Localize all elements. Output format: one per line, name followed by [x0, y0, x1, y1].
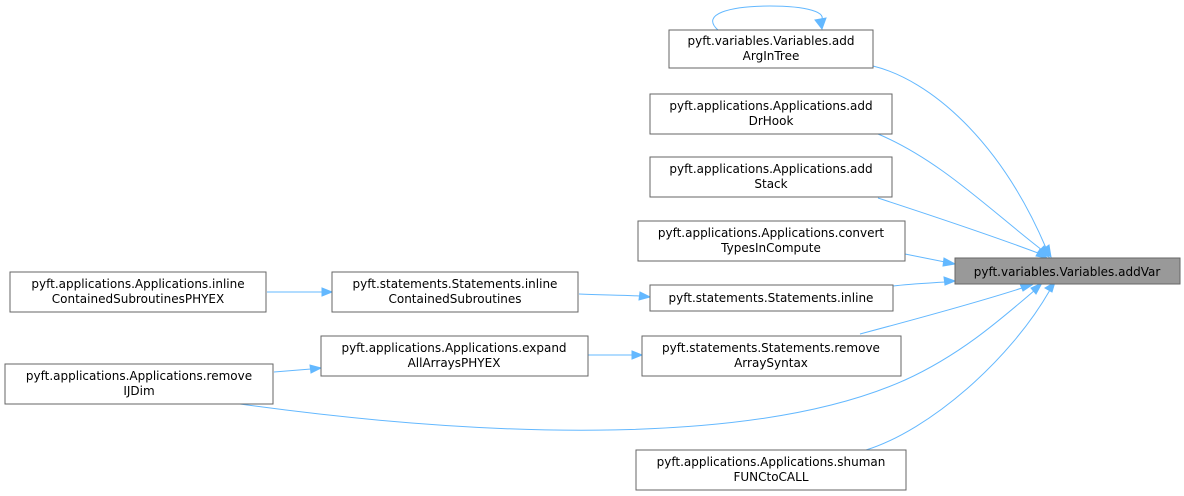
node-convertTypes[interactable]: pyft.applications.Applications.convert T…: [637, 220, 906, 262]
edge-addStack-addVar: [877, 197, 1049, 259]
edge-inline-addVar: [892, 276, 957, 287]
node-inline[interactable]: pyft.statements.Statements.inline: [649, 284, 894, 312]
node-addStack-line1: pyft.applications.Applications.add: [669, 162, 872, 176]
node-removeArraySyntax-line2: ArraySyntax: [734, 356, 808, 370]
node-addArgInTree-line1: pyft.variables.Variables.add: [688, 34, 855, 48]
node-addArgInTree[interactable]: pyft.variables.Variables.add ArgInTree: [668, 29, 874, 69]
node-removeIJDim-line2: IJDim: [123, 384, 154, 398]
edge-inlineContained-inline: [578, 291, 652, 301]
node-inline-line1: pyft.statements.Statements.inline: [669, 291, 874, 305]
node-shuman-line1: pyft.applications.Applications.shuman: [657, 455, 886, 469]
edge-convertTypes-addVar: [904, 253, 957, 267]
node-removeIJDim[interactable]: pyft.applications.Applications.remove IJ…: [4, 363, 274, 405]
node-expandArrays-line2: AllArraysPHYEX: [408, 356, 501, 370]
node-addStack-line2: Stack: [754, 177, 787, 191]
node-convertTypes-line1: pyft.applications.Applications.convert: [658, 226, 885, 240]
node-removeIJDim-line1: pyft.applications.Applications.remove: [26, 369, 252, 383]
edge-expandArrays-removeArraySyntax: [588, 350, 644, 360]
node-inlinePHYEX[interactable]: pyft.applications.Applications.inline Co…: [9, 271, 267, 313]
edge-removeArraySyntax-addVar: [859, 283, 1034, 335]
node-inlinePHYEX-line1: pyft.applications.Applications.inline: [31, 277, 244, 291]
node-addArgInTree-line2: ArgInTree: [743, 49, 800, 63]
node-removeArraySyntax-line1: pyft.statements.Statements.remove: [662, 341, 880, 355]
node-shuman[interactable]: pyft.applications.Applications.shuman FU…: [635, 449, 907, 491]
node-expandArrays-line1: pyft.applications.Applications.expand: [341, 341, 566, 355]
edge-inlinePHYEX-inlineContained: [267, 287, 334, 297]
edge-addArgInTree-self: [712, 5, 827, 31]
node-inlinePHYEX-line2: ContainedSubroutinesPHYEX: [52, 292, 224, 306]
node-addVar-line1: pyft.variables.Variables.addVar: [974, 265, 1161, 279]
node-convertTypes-line2: TypesInCompute: [720, 241, 821, 255]
edge-removeIJDim-expandArrays: [273, 364, 323, 374]
node-inlineContained[interactable]: pyft.statements.Statements.inline Contai…: [331, 271, 579, 313]
node-removeArraySyntax[interactable]: pyft.statements.Statements.remove ArrayS…: [641, 335, 902, 377]
node-inlineContained-line1: pyft.statements.Statements.inline: [353, 277, 558, 291]
node-addStack[interactable]: pyft.applications.Applications.add Stack: [649, 156, 893, 198]
node-addVar[interactable]: pyft.variables.Variables.addVar: [954, 257, 1181, 285]
node-addDrHook[interactable]: pyft.applications.Applications.add DrHoo…: [649, 93, 893, 135]
node-addDrHook-line2: DrHook: [749, 114, 794, 128]
node-expandArrays[interactable]: pyft.applications.Applications.expand Al…: [320, 335, 589, 377]
edge-removeIJDim-addVar: [239, 281, 1044, 431]
node-inlineContained-line2: ContainedSubroutines: [388, 292, 521, 306]
node-addDrHook-line1: pyft.applications.Applications.add: [669, 99, 872, 113]
node-shuman-line2: FUNCtoCALL: [733, 470, 808, 484]
